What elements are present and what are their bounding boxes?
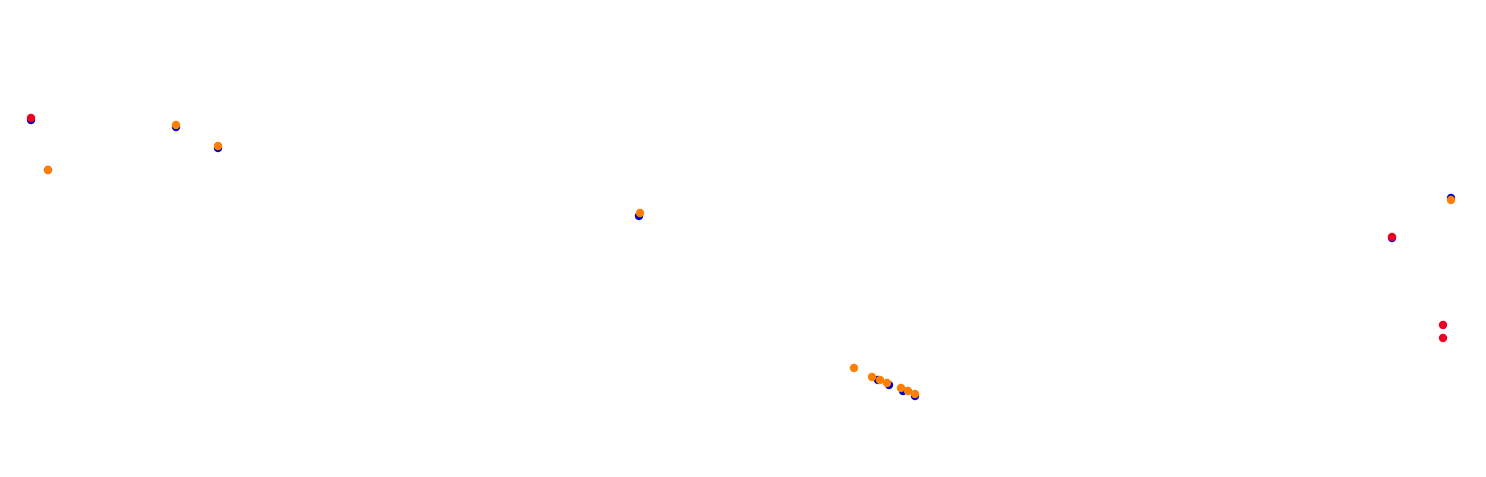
series-3-point-1 bbox=[26, 113, 36, 123]
series-3-point-3 bbox=[1438, 320, 1448, 330]
series-2-point-2 bbox=[171, 120, 181, 130]
series-2-point-6 bbox=[867, 372, 877, 382]
series-3-point-2 bbox=[1387, 232, 1397, 242]
series-2-point-8 bbox=[882, 378, 892, 388]
series-2-point-7 bbox=[875, 375, 885, 385]
series-3-point-4 bbox=[1438, 333, 1448, 343]
series-3 bbox=[26, 113, 1448, 343]
series-2-point-1 bbox=[43, 165, 53, 175]
series-2-point-9 bbox=[896, 383, 906, 393]
plot-marks bbox=[26, 113, 1456, 401]
series-2-point-12 bbox=[1446, 195, 1456, 205]
series-2-point-5 bbox=[849, 363, 859, 373]
series-2 bbox=[43, 120, 1456, 399]
series-2-point-3 bbox=[213, 141, 223, 151]
series-2-point-4 bbox=[635, 208, 645, 218]
series-2-point-11 bbox=[910, 389, 920, 399]
series-2-point-10 bbox=[903, 386, 913, 396]
